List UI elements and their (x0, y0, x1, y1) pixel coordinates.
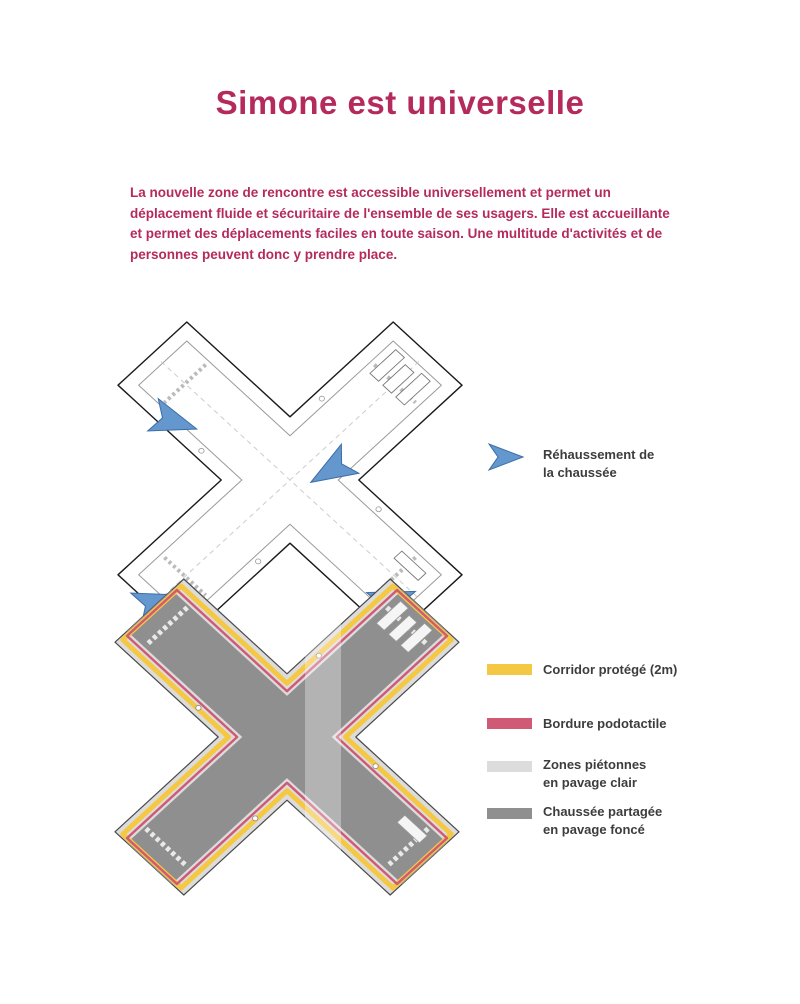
legend-label-rehaussement: Réhaussement de la chaussée (543, 446, 654, 482)
legend-label-chaussee: Chaussée partagée en pavage foncé (543, 803, 662, 839)
legend-label-corridor: Corridor protégé (2m) (543, 661, 677, 679)
tactile-border-line (60, 489, 500, 920)
legend-label-zones: Zones piétonnes en pavage clair (543, 756, 646, 792)
bottom-surface-layer (60, 484, 500, 920)
diagram-svg (60, 300, 500, 920)
intro-paragraph: La nouvelle zone de rencontre est access… (130, 185, 670, 262)
legend-label-line: Zones piétonnes (543, 757, 647, 772)
chaussee-swatch (487, 808, 532, 819)
exploded-axonometric-diagram (60, 300, 500, 920)
legend-label-line: en pavage foncé (543, 821, 645, 837)
legend-label-line: Réhaussement de (543, 447, 655, 462)
legend-label-line: en pavage clair (543, 774, 637, 790)
legend-label-bordure: Bordure podotactile (543, 715, 667, 733)
zones-pietonnes-swatch (487, 761, 532, 772)
alignment-band (305, 590, 341, 892)
bordure-swatch (487, 718, 532, 729)
corridor-swatch (487, 664, 532, 675)
top-plan-layer (60, 300, 500, 733)
legend-label-line: Bordure podotactile (543, 716, 667, 731)
raised-roadway-arrow-icon (146, 397, 199, 432)
protected-corridor-line (60, 489, 500, 920)
legend-label-line: Corridor protégé (2m) (543, 662, 678, 677)
raised-roadway-legend-arrow-icon (485, 442, 527, 472)
legend-label-line: Chaussée partagée (543, 804, 663, 819)
shared-roadway-paving (127, 590, 447, 884)
legend-label-line: la chaussée (543, 464, 617, 480)
raised-roadway-arrow-icon (309, 442, 361, 484)
page-title: Simone est universelle (215, 84, 585, 121)
